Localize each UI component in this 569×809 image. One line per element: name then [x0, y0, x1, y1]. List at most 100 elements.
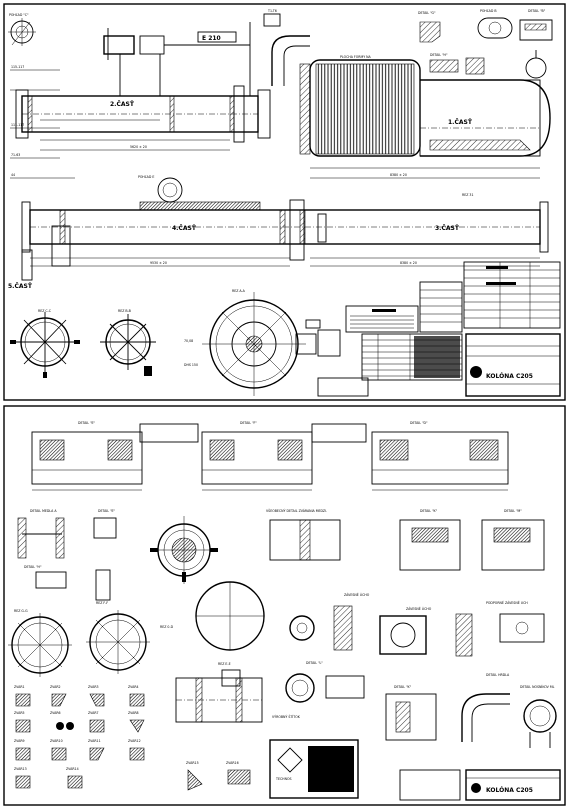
detail-row-3: REZ G-G REZ F-F REZ 0-D REZ E-E ZÁVESNÉ …	[8, 581, 545, 687]
svg-text:9530 ± 20: 9530 ± 20	[150, 261, 167, 265]
label-rez-f-f: REZ F-F	[96, 601, 108, 605]
weld-zvar11: ZVAR11	[88, 739, 105, 761]
weld-zvar13: ZVAR13	[14, 767, 31, 789]
weld-zvar15: ZVAR15	[186, 761, 203, 791]
svg-text:ZVAR1: ZVAR1	[14, 685, 25, 689]
label-detail-h: DETAIL "H"	[430, 53, 448, 57]
label-vyrobny-stitok: VÝROBNÝ ŠTÍTOK	[272, 714, 301, 719]
weld-zvar16: ZVAR16	[226, 761, 251, 785]
svg-text:PLOCHA FORMY NA: PLOCHA FORMY NA	[340, 55, 372, 59]
label-rez-e-e: REZ E-E	[218, 662, 231, 666]
weld-zvar12: ZVAR12	[128, 739, 145, 761]
weld-zvar14: ZVAR14	[66, 767, 83, 789]
column-part-1: 1.ČASŤ 8380 ± 20 PLOCHA FORMY NA	[299, 50, 551, 179]
svg-text:T1-T6: T1-T6	[267, 9, 277, 13]
detail-row-4: DETAIL "L" DETAIL "K" DETAIL HRDLA DETAI…	[175, 661, 557, 748]
label-pohlad-e: POHĽAD E	[138, 175, 154, 179]
svg-text:111-117: 111-117	[11, 123, 24, 127]
svg-text:44: 44	[11, 173, 15, 177]
title-block-bottom: KOLÓNA C205	[399, 769, 561, 801]
label-detail-e1: DETAIL "E"	[78, 421, 96, 425]
table-material	[463, 261, 561, 329]
label-detail-d: DETAIL "D"	[410, 421, 428, 425]
label-rez-g-g: REZ G-G	[14, 609, 28, 613]
label-detail-g: DETAIL "G"	[418, 11, 436, 15]
svg-text:8380 ± 20: 8380 ± 20	[390, 173, 407, 177]
top-piping: E 210 T1-T6	[103, 9, 310, 96]
svg-text:ZVAR16: ZVAR16	[226, 761, 239, 765]
sheet-top-border	[3, 3, 566, 401]
weld-zvar8: ZVAR8	[128, 711, 145, 733]
svg-text:ZVAR3: ZVAR3	[88, 685, 99, 689]
label-detail-k2: DETAIL "K"	[394, 685, 412, 689]
weld-zvar2: ZVAR2	[50, 685, 67, 707]
svg-text:ZVAR4: ZVAR4	[128, 685, 139, 689]
details-top-right: DETAIL "G" POHĽAD B DETAIL "B" DETAIL "H…	[418, 9, 553, 75]
weld-zvar7: ZVAR7	[88, 711, 105, 733]
label-part-4: 4.ČASŤ	[172, 224, 197, 232]
svg-text:71-63: 71-63	[11, 153, 20, 157]
weld-zvar4: ZVAR4	[128, 685, 145, 707]
table-nozzles	[361, 333, 463, 381]
section-rez-b-b: REZ B-B	[100, 309, 156, 376]
label-detail-l: DETAIL "L"	[306, 661, 323, 665]
weld-zvar3: ZVAR3	[88, 685, 105, 707]
svg-text:ZVAR5: ZVAR5	[14, 711, 25, 715]
nameplate: VÝROBNÝ ŠTÍTOK TECHNOS	[269, 714, 359, 799]
svg-text:ZVAR9: ZVAR9	[14, 739, 25, 743]
svg-text:115-117: 115-117	[11, 65, 24, 69]
weld-zvar10: ZVAR10	[50, 739, 67, 761]
label-pohlad-b: POHĽAD B	[480, 9, 497, 13]
label-rez-0-d: REZ 0-D	[160, 625, 174, 629]
svg-text:8380 ± 20: 8380 ± 20	[400, 261, 417, 265]
table-notes	[345, 305, 419, 333]
section-rez-a-a: REZ A-A 70,08 DHS 150	[184, 289, 341, 396]
dim-leaders-left: 115-117 111-117 71-63 44	[10, 65, 75, 179]
label-rez-a-a: REZ A-A	[232, 289, 246, 293]
svg-text:ZVAR15: ZVAR15	[186, 761, 199, 765]
label-rez-b-b: REZ B-B	[118, 309, 131, 313]
label-detail-f: DETAIL "F"	[240, 421, 257, 425]
label-part-3: 3.ČASŤ	[435, 224, 460, 232]
label-part-5: 5.ČASŤ	[8, 282, 33, 290]
column-part-2: 2.ČASŤ 5620 ± 20	[15, 85, 271, 151]
nameplate-brand: TECHNOS	[275, 777, 292, 781]
label-e210: E 210	[202, 35, 221, 42]
title-block-top: KOLÓNA C205	[317, 333, 561, 397]
svg-text:ZVAR13: ZVAR13	[14, 767, 27, 771]
title-top-name: KOLÓNA C205	[486, 373, 533, 380]
svg-text:ZVAR7: ZVAR7	[88, 711, 99, 715]
detail-row-2: DETAIL MEDLA A DETAIL "E" VŠEOBECNÝ DETA…	[17, 508, 545, 601]
svg-text:5620 ± 20: 5620 ± 20	[130, 145, 147, 149]
svg-text:70,08: 70,08	[184, 339, 193, 343]
section-rez-c-c: REZ C-C	[10, 309, 80, 378]
label-part-2: 2.ČASŤ	[110, 100, 135, 108]
svg-text:ZVAR8: ZVAR8	[128, 711, 139, 715]
label-rez-c-c: REZ C-C	[38, 309, 52, 313]
label-detail-e2: DETAIL "E"	[98, 509, 116, 513]
sheet-top: POHĽAD "C" 115-117 111-117 71-63 44	[3, 3, 566, 401]
weld-zvar9: ZVAR9	[14, 739, 31, 761]
label-zavesne-ucho-2: ZÁVESNÉ ÚCHO	[406, 606, 432, 611]
weld-zvar1: ZVAR1	[14, 685, 31, 707]
table-parameters	[419, 281, 463, 333]
label-part-1: 1.ČASŤ	[448, 118, 473, 126]
weld-zvar5: ZVAR5	[14, 711, 31, 733]
label-detail-nosnikov: DETAIL NOSNÍKOV ML	[520, 684, 555, 689]
sheet-bottom: DETAIL "E" DETAIL "F" DETAIL "D" DETAIL …	[3, 405, 566, 806]
svg-text:DHS 150: DHS 150	[184, 363, 198, 367]
detail-row-1: DETAIL "E" DETAIL "F" DETAIL "D"	[31, 421, 509, 491]
column-parts-3-4-5: 4.ČASŤ 3.ČASŤ 5.ČASŤ 9530 ± 20 8380 ± 20…	[8, 175, 549, 290]
svg-text:ZVAR11: ZVAR11	[88, 739, 101, 743]
title-bottom-name: KOLÓNA C205	[486, 787, 533, 794]
label-detail-weld-general: VŠEOBECNÝ DETAIL ZVÁRANIA MEDZI.	[266, 508, 327, 513]
label-detail-hrdla: DETAIL HRDLA	[486, 673, 510, 677]
tag-box-e210	[197, 31, 237, 43]
label-detail-h2: DETAIL "H"	[24, 565, 42, 569]
sheet-bottom-border	[3, 405, 566, 806]
svg-text:ZVAR12: ZVAR12	[128, 739, 141, 743]
weld-details: ZVAR1 ZVAR2 ZVAR3 ZVAR4 ZVAR5 ZVAR6 ZVAR…	[14, 685, 251, 791]
label-podporne-zavesne-ucho: PODPORNÉ ZÁVESNÉ UCH	[486, 600, 528, 605]
svg-text:ZVAR10: ZVAR10	[50, 739, 63, 743]
